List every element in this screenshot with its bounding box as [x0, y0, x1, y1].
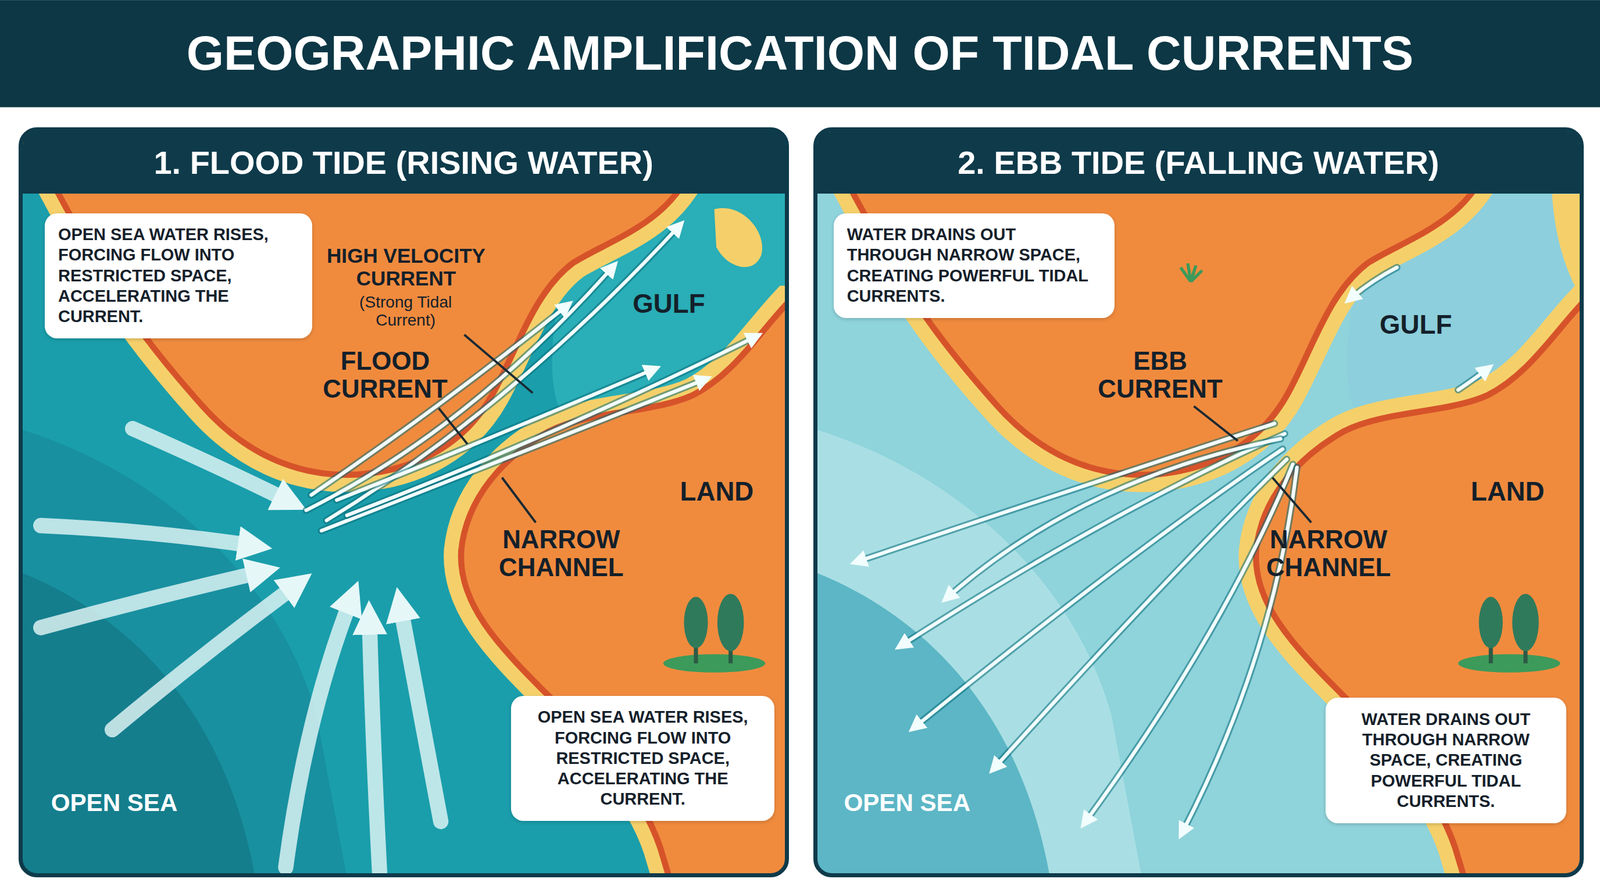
current-arrow-outline: [947, 438, 1281, 598]
map-panel: [815, 129, 1582, 876]
current-arrow: [947, 438, 1281, 598]
map-label: (Strong Tidal Current): [331, 293, 480, 330]
sea-shade: [815, 571, 1050, 876]
coast: [1259, 306, 1582, 876]
callout-box: OPEN SEA WATER RISES, FORCING FLOW INTO …: [44, 213, 313, 339]
map-panel: [20, 129, 787, 876]
title: GEOGRAPHIC AMPLIFICATION OF TIDAL CURREN…: [0, 0, 1600, 107]
map-label: NARROW CHANNEL: [1247, 525, 1411, 582]
panel: 2. EBB TIDE (FALLING WATER) WATER DRAINS …: [813, 127, 1584, 878]
current-arrow-outline: [994, 459, 1287, 768]
trees-icon: [1458, 594, 1561, 673]
inflow-arrow: [132, 428, 291, 502]
leader-line: [1272, 477, 1312, 523]
coast: [463, 306, 787, 876]
map-label: HIGH VELOCITY CURRENT: [304, 244, 509, 290]
current-arrow: [1182, 467, 1298, 832]
panel: 1. FLOOD TIDE (RISING WATER) OPEN SEA WAT…: [18, 127, 789, 878]
land: [463, 306, 787, 876]
map-label: OPEN SEA: [51, 789, 215, 817]
sand: [714, 208, 763, 267]
map-label: LAND: [668, 477, 766, 507]
callout-text: WATER DRAINS OUT THROUGH NARROW SPACE, C…: [847, 224, 1102, 307]
current-arrow: [1351, 267, 1398, 299]
inflow-arrow: [112, 583, 298, 730]
current-arrow-outline: [1351, 267, 1398, 299]
map-label: LAND: [1459, 477, 1557, 507]
sand: [1552, 194, 1582, 312]
map-label: NARROW CHANNEL: [479, 525, 644, 582]
current-arrow-outline: [902, 433, 1285, 645]
leader-line: [464, 334, 534, 394]
leader-line: [1193, 406, 1238, 442]
callout-box: WATER DRAINS OUT THROUGH NARROW SPACE, C…: [833, 213, 1115, 319]
inflow-arrow: [40, 571, 264, 628]
map-label: GULF: [620, 289, 718, 319]
inflow-arrow: [369, 617, 380, 873]
current-arrow-outline: [1458, 369, 1487, 390]
map-label: FLOOD CURRENT: [306, 347, 465, 404]
inflow-arrow: [285, 597, 352, 868]
current-arrow: [994, 459, 1287, 768]
land: [1259, 306, 1582, 876]
current-arrow: [1458, 369, 1487, 390]
current-arrow-outline: [858, 423, 1275, 562]
current-arrow: [902, 433, 1285, 645]
callout-box: WATER DRAINS OUT THROUGH NARROW SPACE, C…: [1325, 697, 1567, 823]
current-arrow-outline: [1182, 467, 1298, 832]
grass-icon: [1180, 263, 1203, 282]
panel-heading: 1. FLOOD TIDE (RISING WATER): [22, 131, 785, 194]
current-arrow: [915, 448, 1283, 727]
beach: [1259, 306, 1582, 876]
callout-text: WATER DRAINS OUT THROUGH NARROW SPACE, C…: [1338, 709, 1554, 813]
inflow-arrow: [400, 604, 441, 822]
current-arrow: [858, 423, 1275, 562]
callout-text: OPEN SEA WATER RISES, FORCING FLOW INTO …: [524, 706, 762, 810]
callout-text: OPEN SEA WATER RISES, FORCING FLOW INTO …: [58, 224, 299, 328]
leader-line: [438, 408, 468, 444]
map-label: EBB CURRENT: [1083, 347, 1237, 404]
inflow-arrow: [40, 525, 256, 546]
map-label: GULF: [1367, 310, 1465, 340]
current-arrow-outline: [915, 448, 1283, 727]
beach: [463, 306, 787, 876]
leader-line: [502, 477, 537, 523]
panel-heading: 2. EBB TIDE (FALLING WATER): [817, 131, 1580, 194]
title-bar: [0, 0, 1600, 107]
map-label: OPEN SEA: [843, 789, 1007, 817]
trees-icon: [663, 594, 766, 673]
callout-box: OPEN SEA WATER RISES, FORCING FLOW INTO …: [511, 695, 775, 821]
